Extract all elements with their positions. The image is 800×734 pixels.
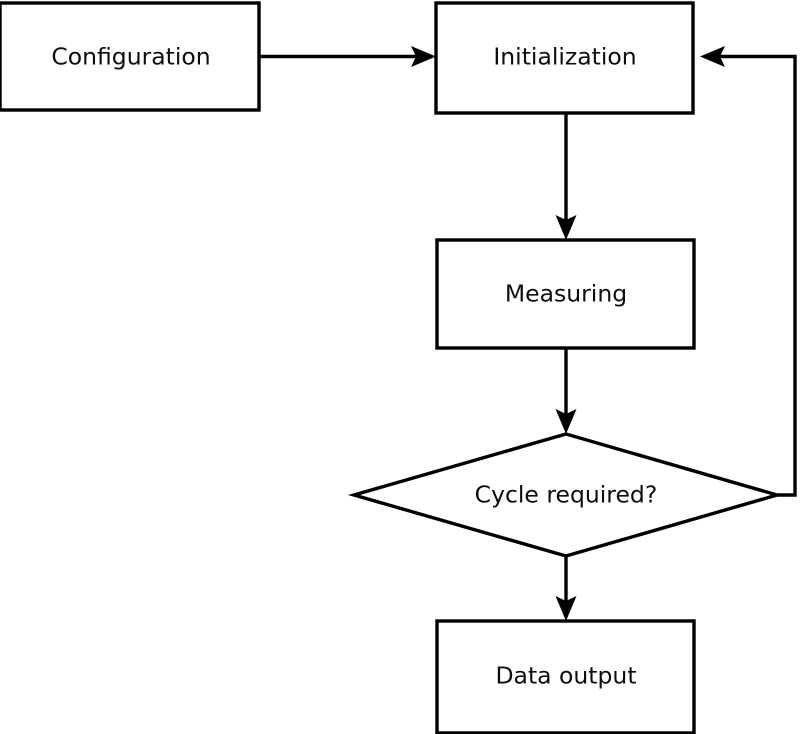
node-measuring-shape[interactable]	[435, 238, 696, 350]
arrowhead-initialization-to-measuring	[555, 215, 577, 240]
arrowhead-cycle-required-to-data-output	[555, 596, 577, 621]
node-data-output-shape[interactable]	[435, 619, 696, 734]
arrowhead-cycle-required-to-initialization-feedback	[700, 46, 725, 67]
node-configuration-label: Configuration	[51, 43, 210, 71]
edge-cycle-required-to-initialization-feedback	[700, 46, 797, 497]
node-configuration-shape[interactable]	[0, 1, 261, 112]
node-data-output-label: Data output	[495, 662, 636, 690]
node-cycle-required-label: Cycle required?	[475, 481, 658, 509]
node-initialization-shape[interactable]	[434, 1, 695, 115]
node-measuring-label: Measuring	[505, 280, 627, 308]
node-measuring[interactable]: Measuring	[435, 238, 696, 350]
node-cycle-required[interactable]: Cycle required?	[347, 432, 784, 558]
edge-measuring-to-cycle-required	[555, 348, 577, 434]
node-initialization-label: Initialization	[493, 43, 636, 71]
node-data-output[interactable]: Data output	[435, 619, 696, 734]
arrowhead-configuration-to-initialization	[411, 46, 436, 67]
edge-configuration-to-initialization	[259, 46, 436, 67]
edge-cycle-required-to-data-output	[555, 556, 577, 621]
node-cycle-required-shape[interactable]	[347, 432, 784, 558]
edge-initialization-to-measuring	[555, 113, 577, 240]
node-configuration[interactable]: Configuration	[0, 1, 261, 112]
arrowhead-measuring-to-cycle-required	[555, 409, 577, 434]
edge-line-cycle-required-to-initialization-feedback	[712, 54, 797, 497]
node-initialization[interactable]: Initialization	[434, 1, 695, 115]
